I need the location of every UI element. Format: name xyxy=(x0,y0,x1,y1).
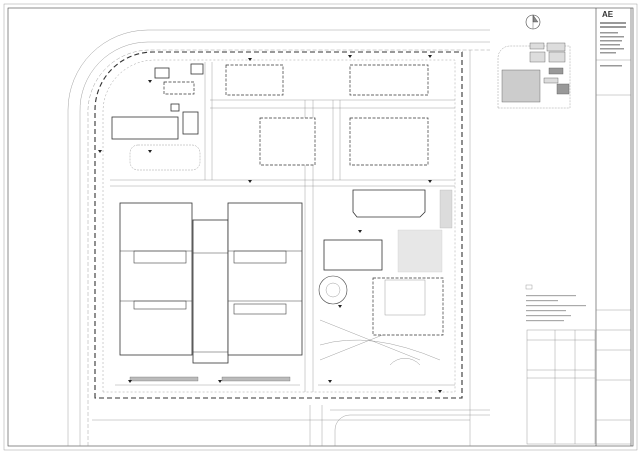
sheet-frame xyxy=(3,3,638,451)
building-7 xyxy=(372,277,444,336)
company-logo: AE xyxy=(602,10,614,19)
roads xyxy=(67,29,490,446)
office-building xyxy=(352,189,426,218)
elevation-marker-icon xyxy=(148,80,152,83)
elevation-marker-icon xyxy=(428,55,432,58)
building-2 xyxy=(349,64,429,96)
data-tables xyxy=(525,284,632,445)
elevation-marker-icon xyxy=(218,380,222,383)
parking-lot xyxy=(397,229,443,273)
title-block: AE xyxy=(596,10,631,421)
elevation-marker-icon xyxy=(98,150,102,153)
elevation-marker-icon xyxy=(428,180,432,183)
warehouse-right xyxy=(227,202,303,356)
parking-left xyxy=(129,376,199,382)
building-1 xyxy=(225,64,284,96)
elevation-marker-icon xyxy=(338,305,342,308)
elevation-marker-icon xyxy=(438,390,442,393)
elevation-marker-icon xyxy=(328,380,332,383)
elevation-marker-icon xyxy=(148,150,152,153)
elevation-marker-icon xyxy=(348,55,352,58)
building-4 xyxy=(349,117,429,166)
building-3 xyxy=(259,117,316,166)
site-boundary xyxy=(94,51,463,399)
building-6 xyxy=(323,239,383,271)
elevation-marker-icon xyxy=(248,58,252,61)
building-5 xyxy=(111,116,179,140)
elevation-marker-icon xyxy=(248,180,252,183)
buildings xyxy=(111,63,444,366)
parking-right xyxy=(221,376,291,382)
roundabout xyxy=(318,275,348,305)
warehouses xyxy=(119,189,453,382)
warehouse-left xyxy=(119,202,193,356)
warehouse-center xyxy=(192,219,229,364)
elevation-marker-icon xyxy=(358,230,362,233)
key-plan xyxy=(497,14,571,109)
elevation-marker-icon xyxy=(128,380,132,383)
